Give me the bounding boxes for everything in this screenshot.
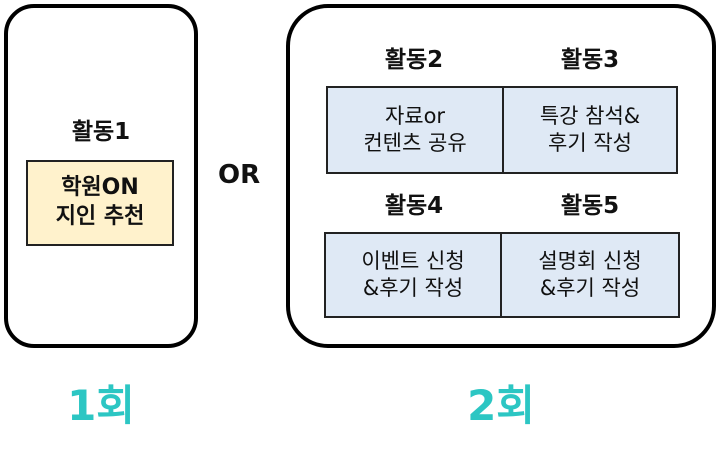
activity-5-line2: &후기 작성 bbox=[539, 276, 641, 300]
activity-3-line1: 특강 참석& bbox=[539, 103, 641, 128]
academy-referral-line1: 학원ON bbox=[61, 175, 139, 201]
left-count-label: 1회 bbox=[67, 381, 135, 430]
activity-5-heading: 활동5 bbox=[560, 193, 620, 219]
or-label: OR bbox=[218, 160, 261, 190]
activity-1-heading: 활동1 bbox=[71, 119, 131, 145]
activity-4-heading: 활동4 bbox=[384, 193, 444, 219]
academy-referral-box: 학원ON 지인 추천 bbox=[26, 160, 174, 246]
activity-5-box: 설명회 신청 &후기 작성 bbox=[500, 232, 680, 318]
activity-4-box: 이벤트 신청 &후기 작성 bbox=[324, 232, 502, 318]
activity-2-line1: 자료or bbox=[384, 103, 446, 128]
activity-3-heading: 활동3 bbox=[560, 47, 620, 73]
activity-2-box: 자료or 컨텐츠 공유 bbox=[326, 86, 504, 174]
activity-4-line1: 이벤트 신청 bbox=[361, 248, 465, 273]
right-count-label: 2회 bbox=[467, 381, 535, 430]
activity-2-heading: 활동2 bbox=[384, 47, 444, 73]
activity-4-line2: &후기 작성 bbox=[362, 276, 464, 300]
activity-3-box: 특강 참석& 후기 작성 bbox=[502, 86, 678, 174]
activity-2-line2: 컨텐츠 공유 bbox=[363, 131, 467, 155]
academy-referral-line2: 지인 추천 bbox=[55, 204, 145, 229]
activity-3-line2: 후기 작성 bbox=[548, 131, 632, 155]
activity-5-line1: 설명회 신청 bbox=[538, 248, 642, 273]
